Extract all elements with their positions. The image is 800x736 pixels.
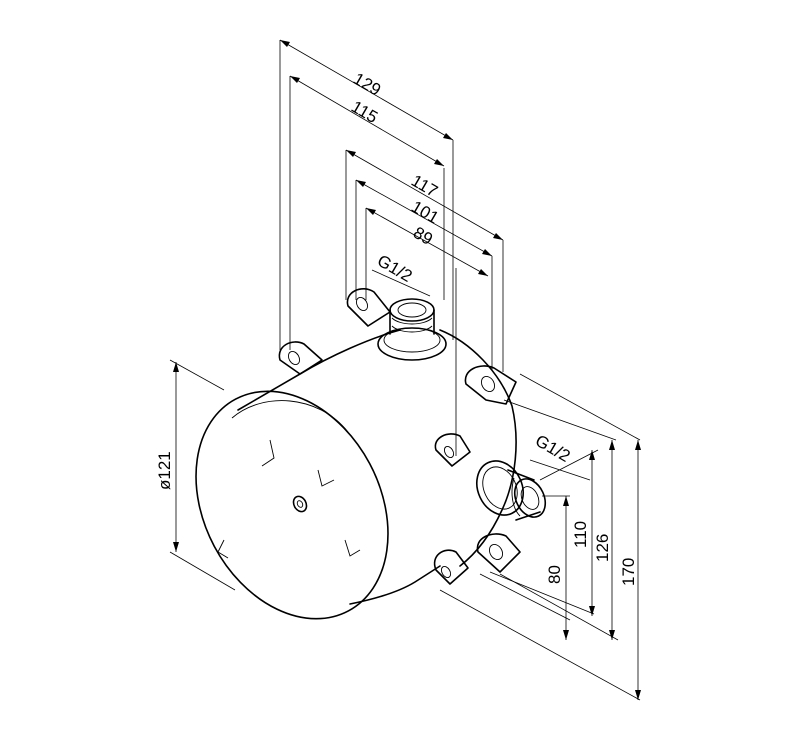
inner-rib-1 bbox=[261, 439, 275, 467]
label-110: 110 bbox=[571, 521, 590, 548]
label-115: 115 bbox=[348, 97, 381, 127]
label-101: 101 bbox=[408, 197, 442, 228]
dimension-labels: 129 115 117 101 89 G1/2 G1/2 ø121 80 110… bbox=[155, 69, 638, 586]
inner-rib-2 bbox=[317, 469, 335, 487]
lug-top-center bbox=[346, 288, 391, 327]
lug-bottom-left bbox=[433, 549, 469, 585]
label-117: 117 bbox=[408, 171, 441, 201]
lug-mid bbox=[434, 433, 471, 467]
inner-rib-3 bbox=[344, 539, 361, 557]
label-126: 126 bbox=[593, 534, 612, 562]
mixer-body bbox=[195, 329, 517, 620]
body-back-right bbox=[439, 329, 517, 567]
mounting-lugs bbox=[278, 288, 521, 585]
inner-rib-4 bbox=[217, 539, 229, 559]
center-boss bbox=[292, 495, 308, 513]
label-170: 170 bbox=[619, 558, 638, 586]
front-port bbox=[476, 460, 547, 521]
lug-right-top bbox=[464, 365, 517, 405]
label-diameter: ø121 bbox=[155, 451, 174, 490]
front-rim-outer bbox=[195, 390, 389, 620]
extension-lines bbox=[169, 40, 641, 701]
top-port bbox=[377, 298, 447, 361]
body-top-edge bbox=[237, 329, 401, 411]
lug-bottom-right bbox=[476, 533, 521, 573]
label-thread-front: G1/2 bbox=[532, 431, 573, 466]
body-bottom-edge bbox=[349, 565, 441, 605]
label-thread-top: G1/2 bbox=[374, 251, 415, 286]
label-80: 80 bbox=[545, 565, 564, 584]
front-rim-inner bbox=[231, 400, 349, 433]
label-129: 129 bbox=[350, 69, 384, 100]
center-boss-hole bbox=[296, 500, 304, 508]
dimension-lines bbox=[173, 39, 641, 700]
lug-top-left bbox=[278, 341, 323, 375]
